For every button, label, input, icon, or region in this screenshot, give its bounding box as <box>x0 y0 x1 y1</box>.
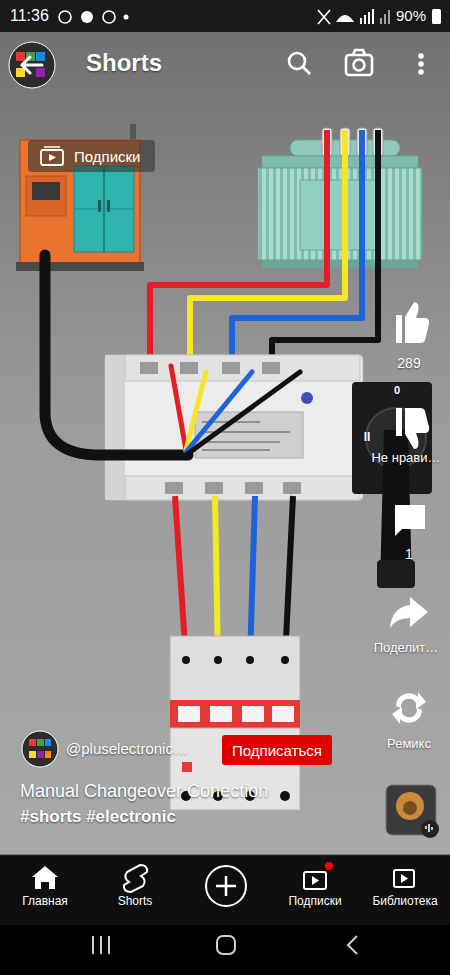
share-label: Поделит… <box>374 641 438 656</box>
remix-label: Ремикс <box>387 737 431 752</box>
subscriptions-icon <box>40 146 66 166</box>
battery-level: 90% <box>396 7 426 24</box>
nav-label: Главная <box>22 895 68 909</box>
switch-position: 0 <box>394 384 400 397</box>
system-nav-icons <box>93 936 357 954</box>
comment-count: 1 <box>405 546 413 562</box>
header-avatar <box>9 42 55 88</box>
nav-label: Shorts <box>118 895 153 909</box>
video-background <box>0 0 450 855</box>
transformer-wires <box>150 130 378 362</box>
channel-name: @pluselectronic… <box>66 740 188 757</box>
like-count: 289 <box>397 355 420 371</box>
nav-label: Подписки <box>288 895 341 909</box>
channel-avatar <box>22 731 58 767</box>
button-text: Подписаться <box>232 742 322 759</box>
status-bar <box>0 0 450 32</box>
nav-icons <box>32 862 414 906</box>
nav-divider <box>0 855 450 856</box>
transformer <box>258 128 422 268</box>
screen-title: Shorts <box>86 49 162 77</box>
video-hashtags: #shorts #electronic <box>20 807 176 827</box>
status-time: 11:36 <box>10 7 49 25</box>
nav-label: Библиотека <box>372 895 437 909</box>
header-actions <box>289 50 423 75</box>
video-title: Manual Changeover Conection <box>20 781 268 802</box>
generator-cable <box>45 255 188 455</box>
system-nav <box>0 925 450 975</box>
dislike-label: Не нрави… <box>371 451 440 466</box>
output-wires <box>175 496 293 660</box>
status-icons <box>59 9 441 24</box>
generator-phase-wires <box>171 366 300 455</box>
sound-thumbnail <box>386 785 439 838</box>
bottom-nav <box>0 855 450 925</box>
changeover-switch <box>105 355 432 588</box>
subscribe-button: Подписаться <box>222 735 332 765</box>
subscriptions-chip: Подписки <box>28 140 155 172</box>
button-text: Подписки <box>74 148 141 165</box>
action-icons <box>390 302 429 724</box>
switch-position: II <box>364 431 371 445</box>
